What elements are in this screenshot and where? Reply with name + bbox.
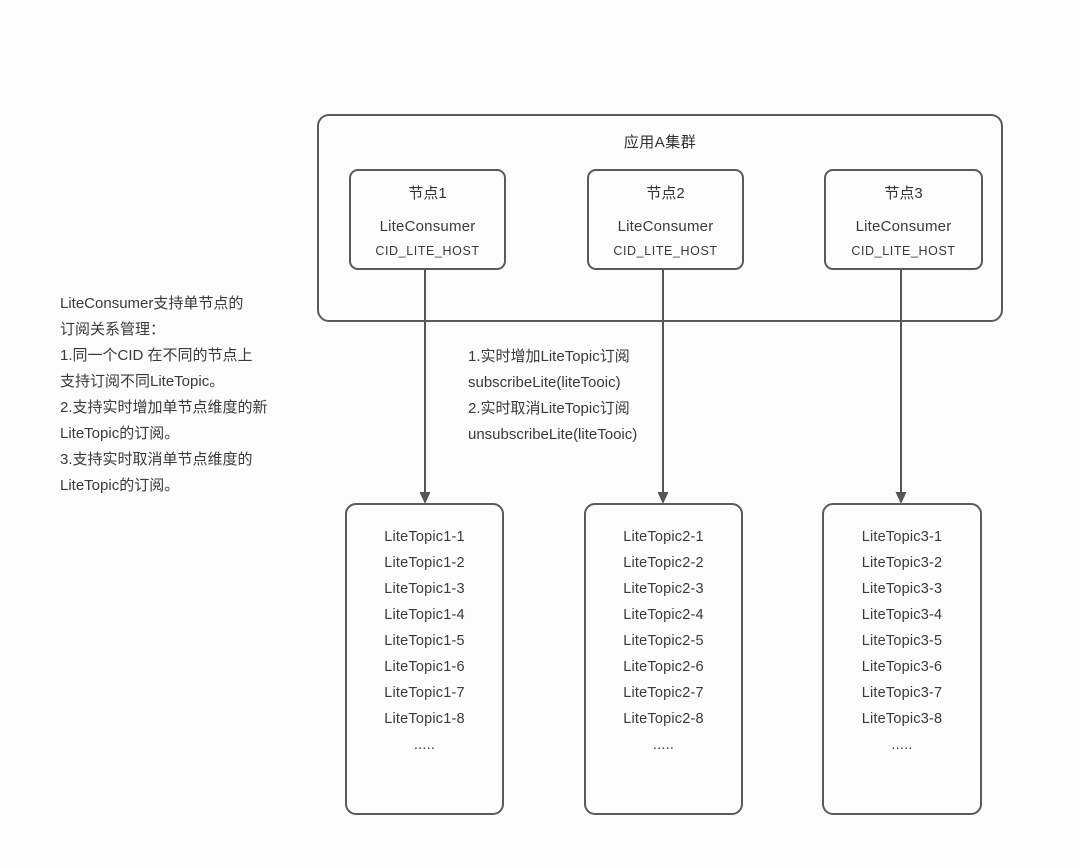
middle-note: 1.实时增加LiteTopic订阅 subscribeLite(liteTooi…	[468, 344, 728, 448]
topic-list-item: LiteTopic2-3	[623, 581, 704, 597]
topic-list-item: LiteTopic1-7	[384, 685, 465, 701]
left-note-line: 3.支持实时取消单节点维度的	[60, 451, 253, 468]
node-consumer-label: LiteConsumer	[617, 218, 714, 235]
cluster-box: 应用A集群 节点1 LiteConsumer CID_LITE_HOST 节点2…	[317, 114, 1003, 322]
topic-list-item: LiteTopic3-8	[861, 711, 943, 727]
topic-list-item: LiteTopic2-6	[623, 659, 704, 675]
topic-list-ellipsis: .....	[413, 737, 436, 753]
left-note-line: 订阅关系管理：	[60, 321, 166, 338]
topic-list-item: LiteTopic3-5	[861, 633, 943, 649]
middle-note-line: 1.实时增加LiteTopic订阅	[468, 348, 630, 365]
topic-list-item: LiteTopic2-7	[623, 685, 704, 701]
topic-box-1: LiteTopic1-1 LiteTopic1-2 LiteTopic1-3 L…	[345, 503, 504, 815]
topic-list-item: LiteTopic3-6	[861, 659, 943, 675]
left-note-line: LiteConsumer支持单节点的	[60, 295, 244, 312]
topic-list-item: LiteTopic2-5	[623, 633, 704, 649]
left-note-line: 1.同一个CID 在不同的节点上	[60, 347, 253, 364]
topic-list-ellipsis: .....	[891, 737, 913, 753]
node-cid-label: CID_LITE_HOST	[851, 244, 956, 258]
topic-list-item: LiteTopic3-2	[861, 555, 943, 571]
topic-list-item: LiteTopic1-5	[384, 633, 465, 649]
left-note-line: 支持订阅不同LiteTopic。	[60, 373, 225, 390]
node-consumer-label: LiteConsumer	[379, 218, 476, 235]
node-name: 节点1	[408, 185, 447, 202]
left-note-line: LiteTopic的订阅。	[60, 425, 180, 442]
node-box-3: 节点3 LiteConsumer CID_LITE_HOST	[824, 169, 983, 270]
node-box-2: 节点2 LiteConsumer CID_LITE_HOST	[587, 169, 744, 270]
topic-list-item: LiteTopic1-2	[384, 555, 465, 571]
topic-list-item: LiteTopic3-4	[861, 607, 943, 623]
left-note: LiteConsumer支持单节点的 订阅关系管理： 1.同一个CID 在不同的…	[60, 291, 340, 499]
topic-box-3: LiteTopic3-1 LiteTopic3-2 LiteTopic3-3 L…	[822, 503, 982, 815]
topic-list-item: LiteTopic2-1	[623, 529, 704, 545]
node-cid-label: CID_LITE_HOST	[375, 244, 480, 258]
topic-list-item: LiteTopic3-7	[861, 685, 943, 701]
middle-note-line: 2.实时取消LiteTopic订阅	[468, 400, 630, 417]
middle-note-line: subscribeLite(liteTooic)	[468, 374, 621, 391]
node-name: 节点2	[646, 185, 685, 202]
topic-list-item: LiteTopic1-6	[384, 659, 465, 675]
topic-list-item: LiteTopic3-3	[861, 581, 943, 597]
left-note-line: 2.支持实时增加单节点维度的新	[60, 399, 268, 416]
node-box-1: 节点1 LiteConsumer CID_LITE_HOST	[349, 169, 506, 270]
node-consumer-label: LiteConsumer	[855, 218, 952, 235]
middle-note-line: unsubscribeLite(liteTooic)	[468, 426, 638, 443]
left-note-line: LiteTopic的订阅。	[60, 477, 180, 494]
topic-list-item: LiteTopic1-4	[384, 607, 465, 623]
topic-list-item: LiteTopic2-2	[623, 555, 704, 571]
topic-list-item: LiteTopic1-3	[384, 581, 465, 597]
topic-box-2: LiteTopic2-1 LiteTopic2-2 LiteTopic2-3 L…	[584, 503, 743, 815]
node-cid-label: CID_LITE_HOST	[613, 244, 718, 258]
cluster-title: 应用A集群	[623, 134, 697, 151]
topic-list-item: LiteTopic2-4	[623, 607, 704, 623]
topic-list-item: LiteTopic1-1	[384, 529, 465, 545]
node-name: 节点3	[884, 185, 923, 202]
topic-list-item: LiteTopic3-1	[861, 529, 943, 545]
topic-list-ellipsis: .....	[652, 737, 675, 753]
topic-list-item: LiteTopic1-8	[384, 711, 465, 727]
topic-list-item: LiteTopic2-8	[623, 711, 704, 727]
